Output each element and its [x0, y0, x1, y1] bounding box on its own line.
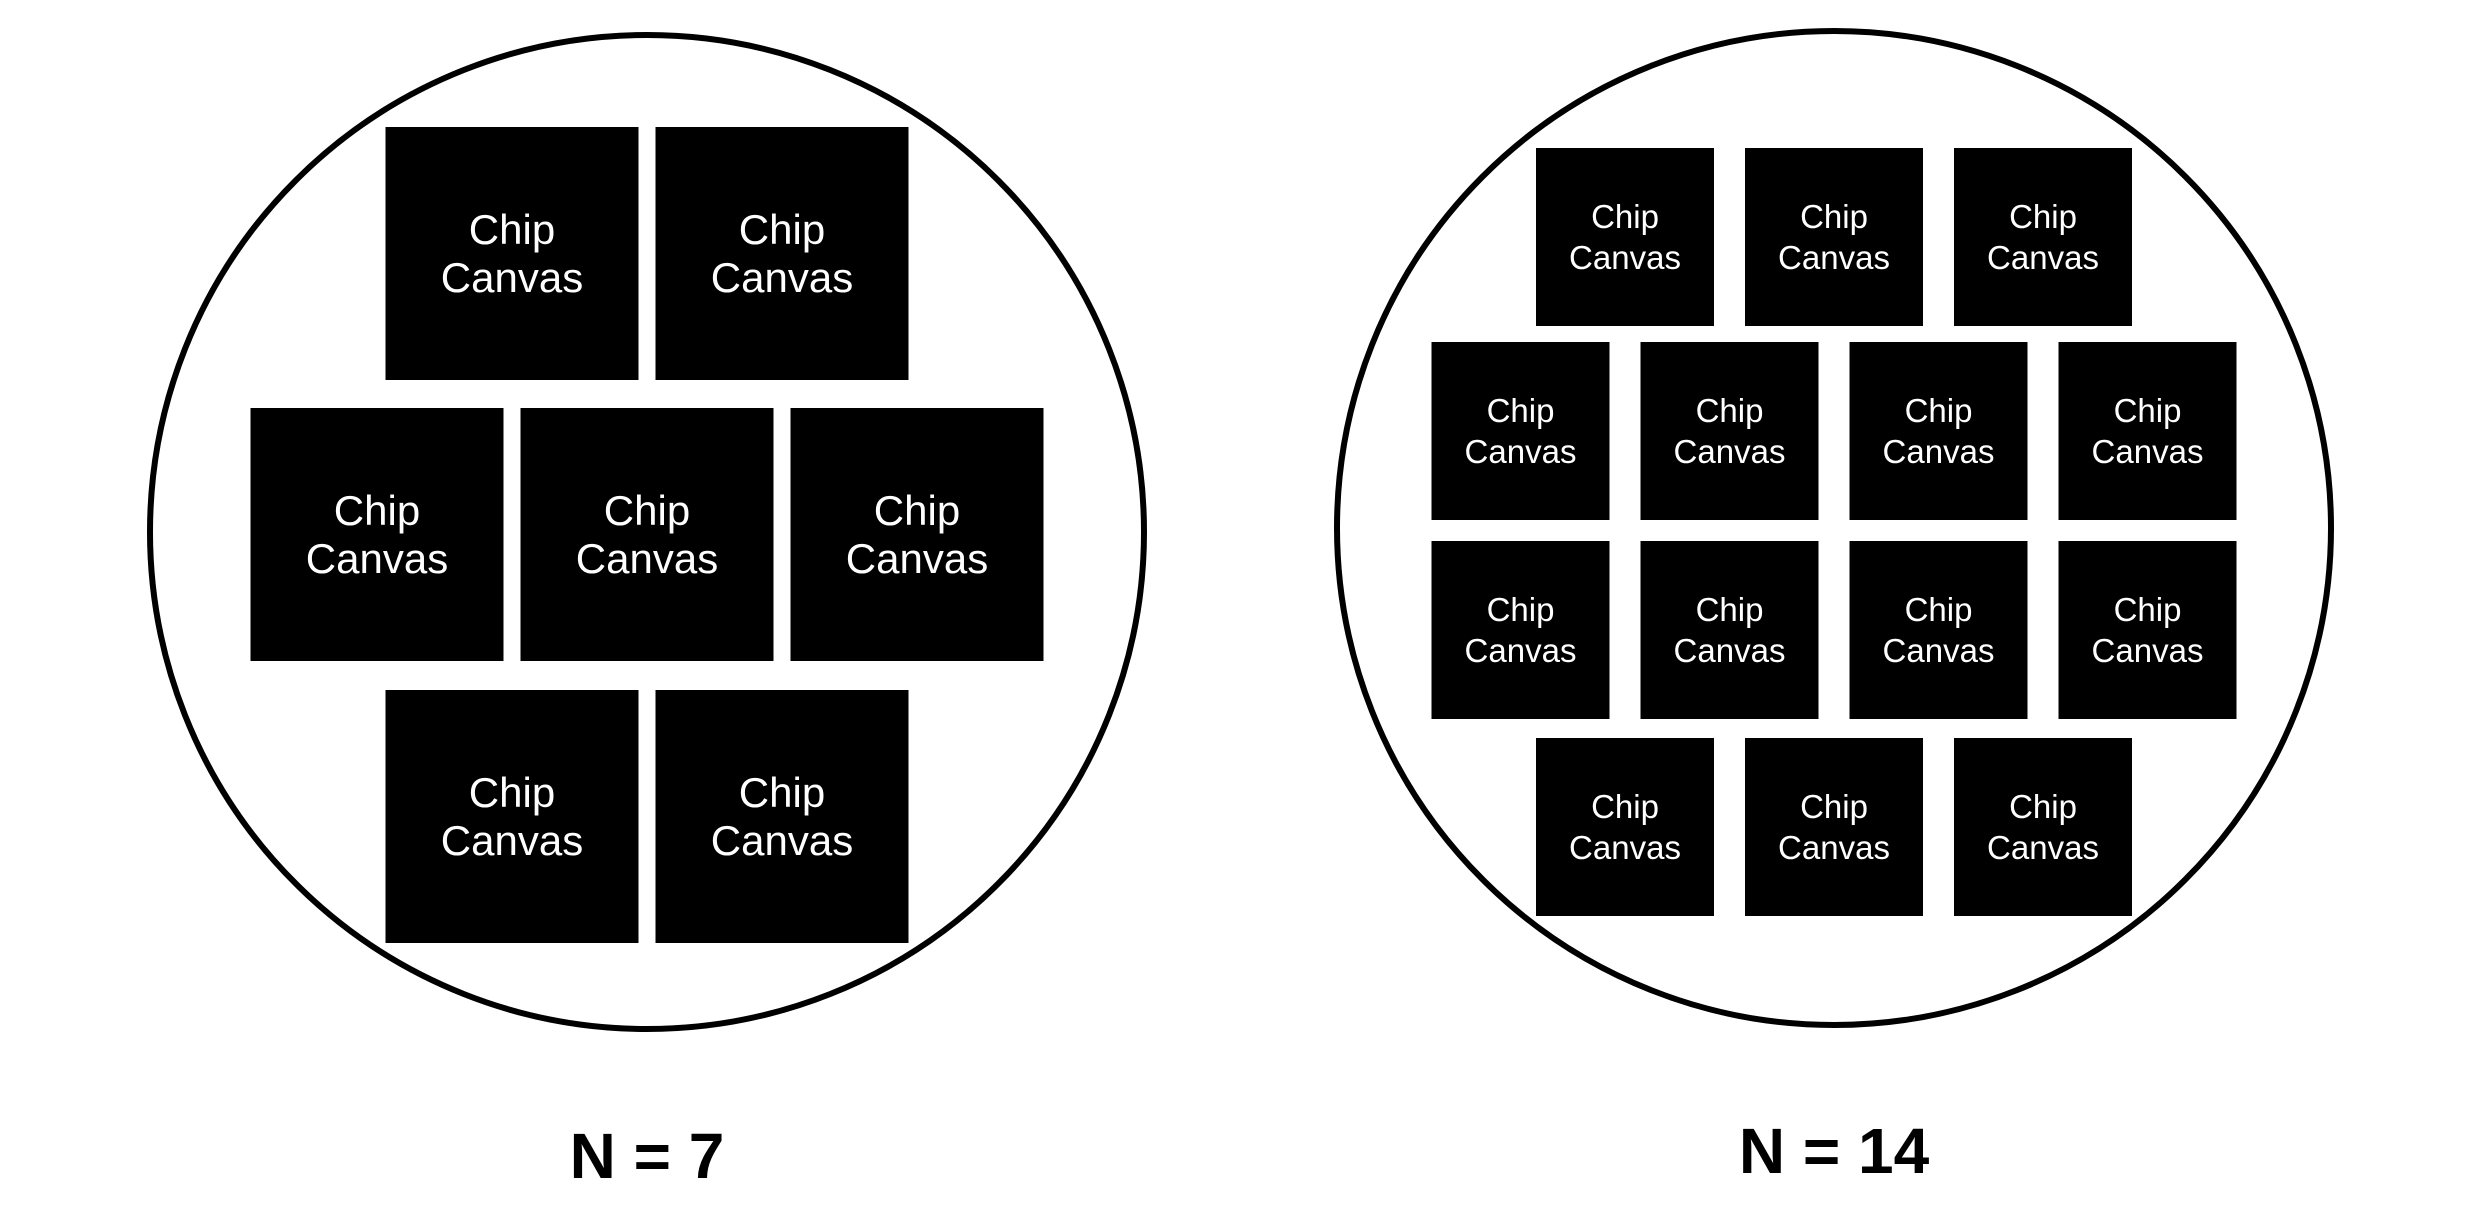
- chip-label-line-2: Canvas: [1778, 239, 1890, 276]
- chip-label-line-1: Chip: [2114, 392, 2182, 429]
- chip-label-line-2: Canvas: [846, 535, 988, 582]
- chip-label-line-1: Chip: [469, 206, 555, 253]
- wafer-n7-chips: ChipCanvasChipCanvasChipCanvasChipCanvas…: [250, 127, 1044, 943]
- chip-label-line-1: Chip: [1800, 198, 1868, 235]
- chip-canvas-box: [1745, 148, 1923, 326]
- chip-label-line-2: Canvas: [1987, 239, 2099, 276]
- wafer-n14-chips: ChipCanvasChipCanvasChipCanvasChipCanvas…: [1431, 148, 2237, 916]
- chip-canvas-box: [2058, 342, 2237, 520]
- chip-label-line-1: Chip: [1696, 392, 1764, 429]
- chip-canvas-box: [1745, 738, 1923, 916]
- chip-canvas-box: [1536, 148, 1714, 326]
- chip-label-line-1: Chip: [1591, 788, 1659, 825]
- chip-canvas-box: [1849, 342, 2028, 520]
- wafer-n14-group: ChipCanvasChipCanvasChipCanvasChipCanvas…: [1334, 28, 2334, 1187]
- chip-canvas-box: [250, 408, 504, 661]
- chip-label-line-2: Canvas: [1674, 632, 1786, 669]
- chip-label-line-1: Chip: [874, 487, 960, 534]
- chip-label-line-1: Chip: [2114, 591, 2182, 628]
- chip-label-line-1: Chip: [469, 769, 555, 816]
- chip-canvas-box: [520, 408, 774, 661]
- chip-label-line-2: Canvas: [1465, 433, 1577, 470]
- wafer-n7-caption: N = 7: [570, 1120, 725, 1192]
- chip-label-line-2: Canvas: [2092, 433, 2204, 470]
- chip-label-line-2: Canvas: [441, 817, 583, 864]
- chip-label-line-2: Canvas: [1778, 829, 1890, 866]
- chip-label-line-1: Chip: [739, 769, 825, 816]
- chip-canvas-box: [1431, 342, 1610, 520]
- chip-label-line-1: Chip: [1905, 392, 1973, 429]
- chip-label-line-2: Canvas: [441, 254, 583, 301]
- chip-canvas-box: [1431, 541, 1610, 719]
- chip-canvas-box: [790, 408, 1044, 661]
- wafer-n7-group: ChipCanvasChipCanvasChipCanvasChipCanvas…: [147, 32, 1147, 1192]
- chip-label-line-1: Chip: [334, 487, 420, 534]
- chip-label-line-2: Canvas: [1987, 829, 2099, 866]
- chip-label-line-1: Chip: [2009, 788, 2077, 825]
- chip-canvas-box: [385, 127, 639, 380]
- chip-label-line-1: Chip: [1800, 788, 1868, 825]
- chip-label-line-1: Chip: [739, 206, 825, 253]
- chip-label-line-2: Canvas: [1569, 829, 1681, 866]
- chip-label-line-2: Canvas: [1569, 239, 1681, 276]
- chip-label-line-1: Chip: [2009, 198, 2077, 235]
- chip-label-line-2: Canvas: [2092, 632, 2204, 669]
- chip-label-line-2: Canvas: [711, 817, 853, 864]
- chip-label-line-1: Chip: [1591, 198, 1659, 235]
- chip-label-line-2: Canvas: [1883, 433, 1995, 470]
- chip-label-line-2: Canvas: [1883, 632, 1995, 669]
- chip-label-line-1: Chip: [1487, 591, 1555, 628]
- chip-label-line-1: Chip: [1905, 591, 1973, 628]
- chip-canvas-box: [385, 690, 639, 943]
- chip-label-line-1: Chip: [604, 487, 690, 534]
- wafer-n14-caption: N = 14: [1739, 1115, 1930, 1187]
- chip-label-line-1: Chip: [1696, 591, 1764, 628]
- chip-canvas-box: [1640, 342, 1819, 520]
- chip-canvas-box: [2058, 541, 2237, 719]
- chip-label-line-2: Canvas: [1674, 433, 1786, 470]
- chip-label-line-2: Canvas: [1465, 632, 1577, 669]
- chip-canvas-box: [1536, 738, 1714, 916]
- chip-label-line-2: Canvas: [576, 535, 718, 582]
- chip-canvas-box: [1954, 148, 2132, 326]
- chip-canvas-box: [1640, 541, 1819, 719]
- chip-canvas-box: [1849, 541, 2028, 719]
- chip-label-line-1: Chip: [1487, 392, 1555, 429]
- chip-canvas-box: [655, 127, 909, 380]
- chip-label-line-2: Canvas: [711, 254, 853, 301]
- chip-label-line-2: Canvas: [306, 535, 448, 582]
- chip-canvas-box: [1954, 738, 2132, 916]
- chip-canvas-box: [655, 690, 909, 943]
